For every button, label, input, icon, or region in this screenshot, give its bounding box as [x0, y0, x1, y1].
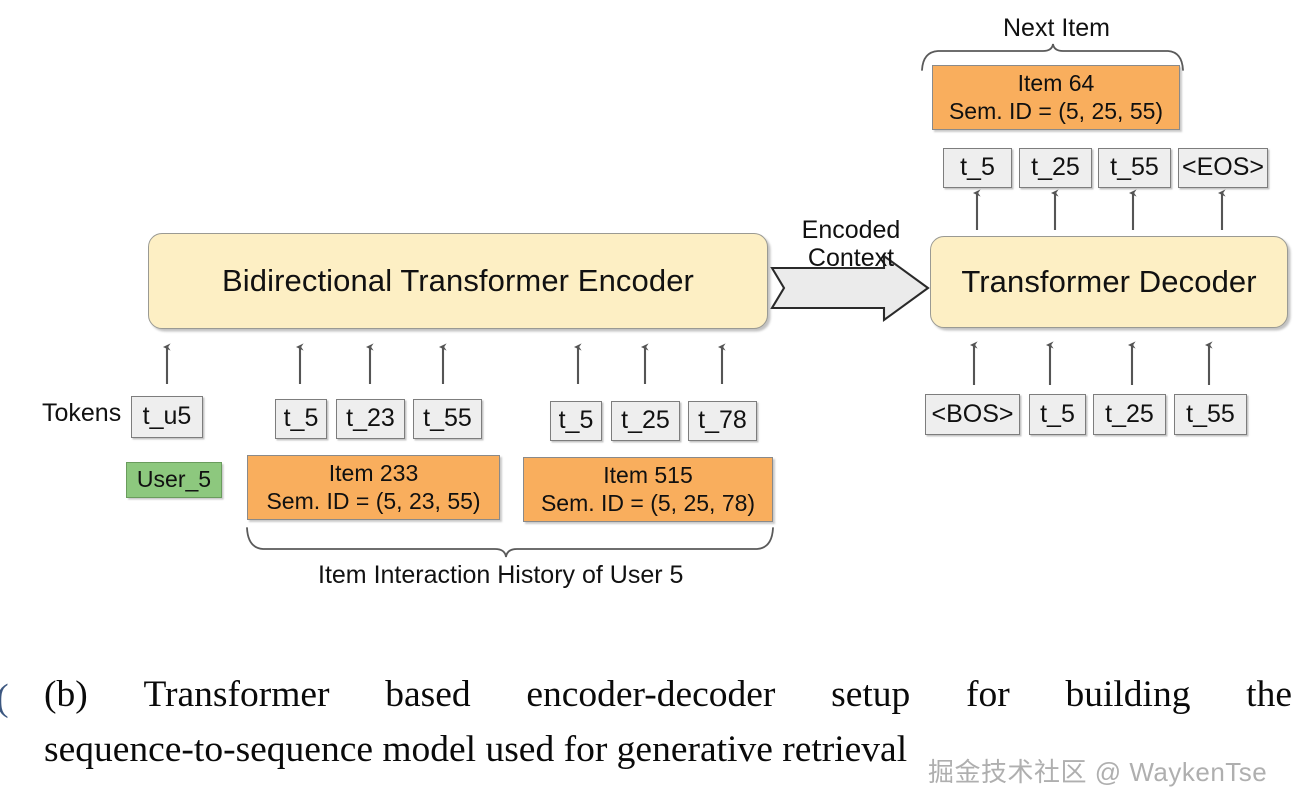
caption-line-1: (b) Transformer based encoder-decoder se… — [44, 668, 1292, 723]
encoder-token-3-label: t_5 — [558, 406, 594, 435]
decoder-input-token-0: <BOS> — [925, 394, 1020, 435]
caption-w6: building — [1065, 674, 1191, 715]
next-item-semid: Sem. ID = (5, 25, 55) — [948, 97, 1164, 124]
caption-w0: (b) — [44, 674, 88, 715]
history-brace-label: Item Interaction History of User 5 — [318, 561, 684, 589]
caption-w3: encoder-decoder — [526, 674, 776, 715]
decoder-input-token-3-label: t_55 — [1186, 399, 1235, 428]
next-item-brace-label: Next Item — [1003, 14, 1110, 42]
user-token-label: t_u5 — [142, 402, 192, 431]
bidirectional-transformer-encoder-box: Bidirectional Transformer Encoder — [148, 233, 768, 329]
decoder-output-token-3-label: <EOS> — [1182, 153, 1264, 182]
history-item-0: Item 233 Sem. ID = (5, 23, 55) — [247, 455, 500, 520]
decoder-output-token-2-label: t_55 — [1110, 153, 1159, 182]
figure-caption: (b) Transformer based encoder-decoder se… — [44, 668, 1292, 778]
caption-w1: Transformer — [143, 674, 330, 715]
encoder-token-2: t_55 — [413, 399, 482, 439]
decoder-input-token-1-label: t_5 — [1040, 399, 1075, 428]
decoder-output-token-3: <EOS> — [1178, 148, 1268, 188]
next-item-title: Item 64 — [1017, 70, 1095, 97]
encoded-context-label: Encoded Context — [792, 216, 910, 272]
watermark: 掘金技术社区 @ WaykenTse — [928, 757, 1268, 787]
decoder-output-arrows — [972, 189, 1226, 230]
decoder-input-token-2: t_25 — [1093, 394, 1166, 435]
encoded-context-line2: Context — [807, 244, 895, 272]
decoder-output-token-2: t_55 — [1098, 148, 1171, 188]
decoder-input-token-3: t_55 — [1174, 394, 1247, 435]
encoder-token-4-label: t_25 — [621, 406, 670, 435]
next-item-box: Item 64 Sem. ID = (5, 25, 55) — [932, 65, 1180, 130]
history-item-1-title: Item 515 — [603, 462, 693, 489]
history-item-0-semid: Sem. ID = (5, 23, 55) — [266, 487, 481, 514]
bidirectional-transformer-encoder-label: Bidirectional Transformer Encoder — [222, 262, 694, 298]
encoder-token-2-label: t_55 — [423, 404, 472, 433]
decoder-input-arrows — [969, 341, 1213, 385]
encoder-token-0-label: t_5 — [283, 404, 319, 433]
decoder-output-token-0: t_5 — [943, 148, 1012, 188]
encoder-token-1-label: t_23 — [346, 404, 395, 433]
history-brace — [246, 527, 774, 558]
encoder-token-0: t_5 — [275, 399, 327, 439]
tokens-row-label: Tokens — [42, 399, 122, 427]
transformer-decoder-label: Transformer Decoder — [961, 263, 1257, 299]
encoded-context-line1: Encoded — [801, 216, 901, 244]
decoder-input-token-0-label: <BOS> — [931, 399, 1014, 428]
history-item-0-title: Item 233 — [328, 460, 419, 487]
encoder-token-5: t_78 — [688, 401, 757, 441]
decoder-input-token-1: t_5 — [1029, 394, 1086, 435]
transformer-decoder-box: Transformer Decoder — [930, 236, 1288, 328]
decoder-output-token-0-label: t_5 — [960, 153, 995, 182]
caption-w7: the — [1246, 674, 1292, 715]
encoder-token-4: t_25 — [611, 401, 680, 441]
caption-edge-glyph: ( — [0, 676, 9, 720]
caption-line-2: sequence-to-sequence model used for gene… — [44, 728, 908, 770]
caption-w2: based — [385, 674, 471, 715]
decoder-input-token-2-label: t_25 — [1105, 399, 1154, 428]
history-item-1: Item 515 Sem. ID = (5, 25, 78) — [523, 457, 773, 522]
encoder-token-5-label: t_78 — [698, 406, 747, 435]
decoder-output-token-1-label: t_25 — [1031, 153, 1080, 182]
history-item-1-semid: Sem. ID = (5, 25, 78) — [540, 489, 756, 516]
encoder-input-arrows — [162, 343, 726, 384]
user-id-box: User_5 — [126, 462, 222, 498]
user-token-box: t_u5 — [131, 396, 203, 438]
encoder-token-1: t_23 — [336, 399, 405, 439]
decoder-output-token-1: t_25 — [1019, 148, 1092, 188]
caption-w4: setup — [831, 674, 911, 715]
encoder-token-3: t_5 — [550, 401, 602, 441]
user-id-label: User_5 — [136, 466, 212, 493]
caption-w5: for — [966, 674, 1010, 715]
